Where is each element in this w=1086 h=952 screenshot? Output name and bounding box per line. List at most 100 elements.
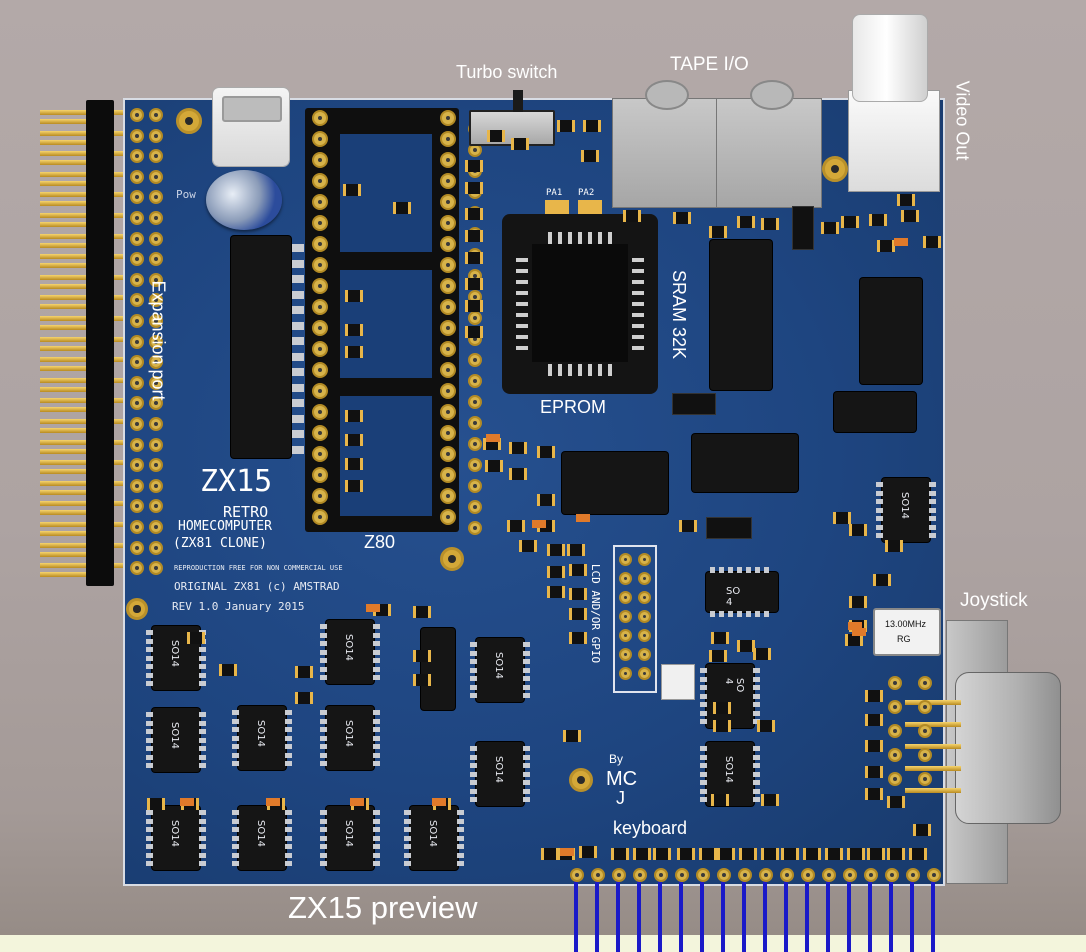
keyboard-pin: [654, 868, 668, 882]
z80-pin: [440, 257, 456, 273]
so14-pin: [146, 712, 153, 717]
so14-pin: [929, 516, 936, 521]
video-out-connector[interactable]: [848, 90, 940, 192]
so14-pin: [285, 810, 292, 815]
so14-pin: [523, 659, 530, 664]
header-pad: [149, 293, 163, 308]
header-pad: [130, 211, 144, 225]
header-pad: [130, 375, 144, 390]
eprom-chip: [532, 244, 628, 362]
header-pad: [130, 499, 144, 514]
z80-pin: [312, 131, 328, 147]
gpio-pin: [638, 591, 651, 604]
so14-pin: [737, 567, 742, 573]
turbo-switch-label: Turbo switch: [456, 62, 558, 82]
so14-pin: [199, 835, 206, 841]
so14-pin: [285, 718, 292, 724]
smd-part: [828, 848, 840, 860]
smd-part: [740, 640, 752, 652]
so14-pin: [523, 667, 530, 673]
eprom-label: EPROM: [540, 397, 607, 417]
so14-pin: [320, 835, 327, 841]
keyboard-pin: [906, 868, 920, 882]
eprom-pin: [516, 291, 528, 295]
smd-part: [522, 540, 534, 552]
so14-chip: [882, 478, 930, 542]
eprom-pin: [632, 302, 644, 306]
smd-part: [714, 632, 726, 644]
dip-pin: [292, 414, 304, 423]
so14-pin: [755, 611, 760, 617]
z80-pin: [312, 383, 328, 399]
keyboard-pin: [570, 868, 584, 882]
eprom-pin: [516, 324, 528, 328]
so14-pin: [728, 611, 733, 617]
z80-pin: [312, 257, 328, 273]
so14-chip-label: SO14: [343, 720, 354, 747]
z80-pin: [312, 446, 328, 462]
header-pad: [149, 478, 163, 493]
smd-part: [764, 848, 776, 860]
so14-pin: [232, 735, 239, 741]
keyboard-pin: [927, 868, 941, 882]
keyboard-pin: [675, 868, 689, 882]
socket-pin: [468, 521, 482, 535]
so14-pin: [285, 844, 292, 849]
so14-pin: [146, 729, 153, 734]
so14-pin: [285, 861, 292, 866]
smd-part: [468, 160, 480, 172]
caption: ZX15 preview: [288, 890, 478, 925]
jumper-pad: [545, 200, 569, 214]
so14-pin: [470, 754, 477, 760]
expansion-pin: [40, 151, 126, 157]
eprom-pin: [598, 364, 602, 376]
turbo-switch-knob[interactable]: [513, 90, 523, 112]
joystick-connector[interactable]: [955, 672, 1061, 824]
so14-pin: [404, 818, 411, 824]
tape-in-jack[interactable]: [612, 98, 718, 208]
z80-pin: [312, 173, 328, 189]
so14-pin: [700, 797, 707, 802]
smd-part: [468, 278, 480, 290]
keyboard-cable-wire: [889, 876, 893, 952]
so14-pin: [232, 852, 239, 858]
resistor: [366, 604, 380, 612]
so14-chip: [152, 806, 200, 870]
so14-pin: [753, 754, 760, 760]
lcd-gpio-header[interactable]: [613, 545, 657, 693]
so14-pin: [199, 720, 206, 726]
so14-pin: [232, 835, 239, 841]
sram-chip: [710, 240, 772, 390]
resistor: [180, 798, 194, 806]
expansion-pin: [40, 398, 126, 404]
z80-pin: [312, 509, 328, 525]
so14-pin: [700, 746, 707, 751]
header-pad: [149, 272, 163, 287]
so14-pin: [876, 524, 883, 530]
db9-pin: [905, 744, 961, 749]
expansion-pin: [40, 522, 126, 527]
so14-pin: [753, 763, 760, 768]
header-pad: [130, 169, 144, 184]
so14-chip-label: SO 4: [726, 586, 741, 608]
jumper[interactable]: [672, 393, 716, 415]
smd-part: [890, 796, 902, 808]
header-pad: [130, 108, 144, 122]
keyboard-pin: [801, 868, 815, 882]
tape-out-jack[interactable]: [716, 98, 822, 208]
resistor: [848, 622, 862, 630]
z80-pin: [312, 152, 328, 168]
jumper[interactable]: [706, 517, 752, 539]
so14-pin: [457, 835, 464, 841]
so14-pin: [876, 516, 883, 521]
eprom-pin: [632, 258, 644, 262]
smd-part: [468, 208, 480, 220]
turbo-switch[interactable]: [469, 110, 555, 146]
so14-pin: [146, 630, 153, 635]
so14-chip: [706, 664, 754, 728]
z80-pin: [312, 194, 328, 210]
retro-text: RETRO: [223, 503, 269, 521]
header-pad: [149, 211, 163, 225]
so14-pin: [146, 746, 153, 751]
jumper[interactable]: [792, 206, 814, 250]
